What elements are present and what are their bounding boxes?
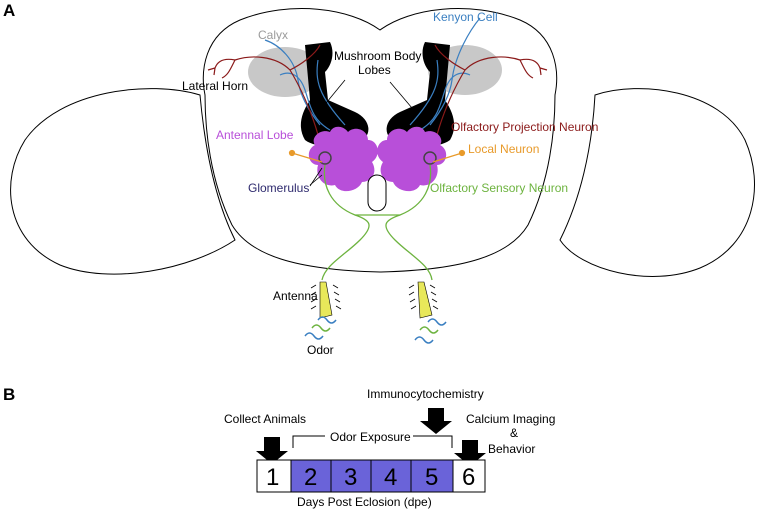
- collect-animals-label: Collect Animals: [224, 412, 306, 426]
- antenna-right: [408, 281, 439, 319]
- projection-neuron-label: Olfactory Projection Neuron: [451, 120, 598, 134]
- arrow-collect: [256, 437, 288, 464]
- day-label-3: 3: [344, 464, 357, 491]
- day-label-2: 2: [304, 464, 317, 491]
- antennal-lobe-left: [308, 126, 378, 192]
- glomerulus-left: [318, 151, 332, 165]
- right-optic-lobe: [559, 88, 755, 277]
- lateral-horn-label: Lateral Horn: [182, 79, 248, 93]
- odor-exposure-bracket: [292, 435, 453, 448]
- odor-right: [414, 318, 447, 344]
- day-box-1: [256, 459, 292, 493]
- calcium-imaging-label-3: Behavior: [488, 442, 535, 456]
- glomerulus-right: [423, 151, 437, 165]
- calyx-left: [248, 47, 322, 97]
- leader-lines: [309, 79, 413, 187]
- day-box-4: [370, 459, 412, 493]
- day-label-4: 4: [384, 464, 397, 491]
- local-neuron-label: Local Neuron: [468, 142, 539, 156]
- antennal-lobe-right: [377, 126, 447, 192]
- arrow-immuno: [420, 408, 452, 434]
- odor-left: [304, 316, 337, 340]
- day-box-2: [290, 459, 332, 493]
- odor-label: Odor: [307, 343, 334, 357]
- left-optic-lobe: [10, 88, 236, 275]
- day-label-1: 1: [266, 464, 279, 491]
- kenyon-cells: [264, 17, 481, 131]
- calcium-imaging-label-1: Calcium Imaging: [466, 412, 555, 426]
- day-label-5: 5: [425, 464, 438, 491]
- days-axis-label: Days Post Eclosion (dpe): [297, 495, 432, 509]
- immunocytochemistry-label: Immunocytochemistry: [367, 387, 484, 401]
- panel-b-label: B: [3, 385, 15, 404]
- sensory-neurons: [321, 164, 433, 281]
- mushroom-body-label-1: Mushroom Body: [334, 49, 421, 63]
- local-neurons: [288, 149, 466, 163]
- day-timeline: 1 2 3 4 5 6: [256, 459, 486, 493]
- calcium-imaging-label-2: &: [510, 426, 518, 440]
- sensory-neuron-label: Olfactory Sensory Neuron: [430, 181, 568, 195]
- antennal-lobe-label: Antennal Lobe: [216, 128, 294, 142]
- odor-exposure-label: Odor Exposure: [330, 430, 411, 444]
- glomerulus-label: Glomerulus: [248, 181, 309, 195]
- panel-a-label: A: [3, 1, 15, 20]
- mushroom-body-label-2: Lobes: [358, 63, 391, 77]
- antenna-left: [310, 281, 342, 319]
- kenyon-cell-label: Kenyon Cell: [433, 10, 498, 24]
- calyx-label: Calyx: [258, 28, 288, 42]
- day-box-5: [410, 459, 454, 493]
- day-box-3: [330, 459, 372, 493]
- day-box-6: [452, 459, 486, 493]
- day-label-6: 6: [462, 464, 475, 491]
- projection-neurons: [207, 44, 548, 151]
- antenna-label: Antenna: [273, 289, 318, 303]
- esophagus: [367, 174, 387, 212]
